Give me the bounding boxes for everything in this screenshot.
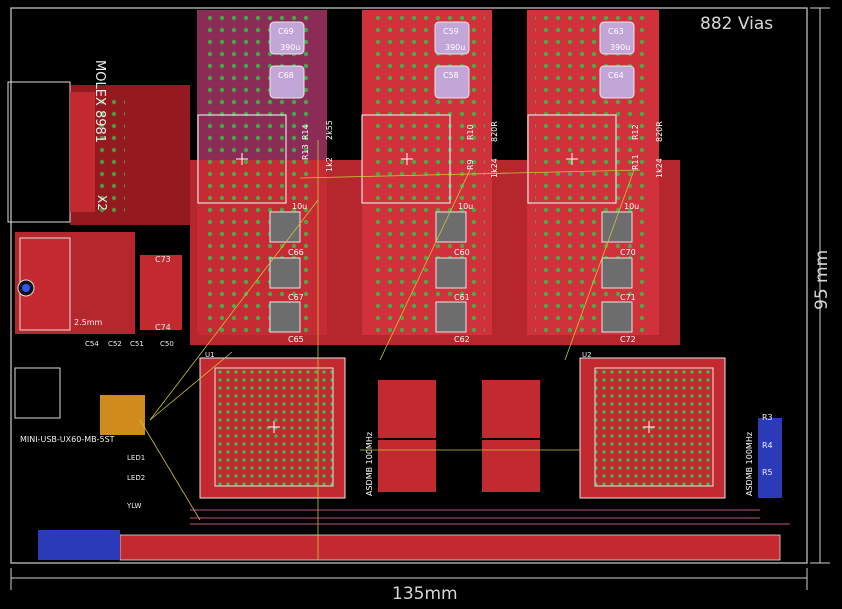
resistor-r14-label: R14 xyxy=(301,124,310,140)
signal-traces xyxy=(139,140,641,560)
cap-c58-label: C58 xyxy=(443,71,459,80)
fpga-right: U2 xyxy=(579,351,726,499)
resistor-r10-value: 820R xyxy=(490,121,499,142)
dimension-width xyxy=(10,568,808,590)
u2-label: U2 xyxy=(582,351,592,359)
edge-connector xyxy=(38,530,781,561)
fpga-left: U1 xyxy=(199,351,346,499)
board-width-label: 135mm xyxy=(392,584,458,604)
vias-count-label: 882 Vias xyxy=(700,14,774,34)
cap-c51-label: C51 xyxy=(130,340,144,348)
led2-label: LED2 xyxy=(127,474,145,482)
board-outline xyxy=(10,7,808,564)
cap-c67-label: C67 xyxy=(288,293,304,302)
cap-c52-label: C52 xyxy=(108,340,122,348)
cap-value-10u-3: 10u xyxy=(624,202,639,211)
cap-c64-label: C64 xyxy=(608,71,624,80)
cap-value-2: 390u xyxy=(445,43,465,52)
r4-label: R4 xyxy=(762,441,773,450)
led1-label: LED1 xyxy=(127,454,145,462)
cap-value-3: 390u xyxy=(610,43,630,52)
molex-label: MOLEX 8981 xyxy=(92,60,107,143)
resistor-r11-value: 1k24 xyxy=(655,158,664,178)
usb-label: MINI-USB-UX60-MB-5ST xyxy=(20,435,115,444)
bulk-capacitors: C69 C68 C59 C58 C63 C64 390u 390u 390u xyxy=(269,21,635,99)
cap-c74-label: C74 xyxy=(155,323,171,332)
decoupling-groups xyxy=(378,380,540,492)
cap-c73-label: C73 xyxy=(155,255,171,264)
cap-c72-label: C72 xyxy=(620,335,636,344)
usb-connector: MINI-USB-UX60-MB-5ST xyxy=(14,367,145,444)
led-color-a: YLW xyxy=(126,502,142,510)
cap-c50-label: C50 xyxy=(160,340,174,348)
cap-c69-label: C69 xyxy=(278,27,294,36)
audio-jack: 2.5mm xyxy=(17,237,103,331)
cap-c59-label: C59 xyxy=(443,27,459,36)
resistor-r13-value: 1k2 xyxy=(325,157,334,172)
cap-c65-label: C65 xyxy=(288,335,304,344)
cap-c62-label: C62 xyxy=(454,335,470,344)
r5-label: R5 xyxy=(762,468,773,477)
u1-label: U1 xyxy=(205,351,215,359)
molex-connector: MOLEX 8981 X2 xyxy=(7,60,109,223)
regulator-footprints xyxy=(197,114,617,204)
board-height-label: 95 mm xyxy=(812,249,832,310)
osc-right-label: ASDMB 100MHz xyxy=(745,432,754,496)
resistor-r13-label: R13 xyxy=(301,144,310,160)
right-resistor-bank: R3 R4 R5 xyxy=(758,413,782,498)
resistor-r9-label: R9 xyxy=(466,159,475,170)
crosshair-markers xyxy=(236,153,578,165)
cap-c61-label: C61 xyxy=(454,293,470,302)
cap-value-10u-1: 10u xyxy=(292,202,307,211)
cap-c68-label: C68 xyxy=(278,71,294,80)
cap-c60-label: C60 xyxy=(454,248,470,257)
resistor-r11-label: R11 xyxy=(631,154,640,170)
dimension-height xyxy=(810,7,830,564)
resistor-r12-value: 820R xyxy=(655,121,664,142)
resistor-r9-value: 1k24 xyxy=(490,158,499,178)
cap-c71-label: C71 xyxy=(620,293,636,302)
bus-traces xyxy=(190,509,790,525)
x2-label: X2 xyxy=(95,195,109,211)
cap-c70-label: C70 xyxy=(620,248,636,257)
cap-value-10u-2: 10u xyxy=(458,202,473,211)
resistor-r12-label: R12 xyxy=(631,124,640,140)
tantalum-capacitors xyxy=(269,211,633,333)
cap-c66-label: C66 xyxy=(288,248,304,257)
osc-left-label: ASDMB 100MHz xyxy=(365,432,374,496)
resistor-r14-value: 2k55 xyxy=(325,120,334,140)
cap-value-1: 390u xyxy=(280,43,300,52)
cap-c54-label: C54 xyxy=(85,340,99,348)
r3-label: R3 xyxy=(762,413,773,422)
jack-label: 2.5mm xyxy=(74,318,103,327)
resistor-r10-label: R10 xyxy=(466,124,475,140)
cap-c63-label: C63 xyxy=(608,27,624,36)
